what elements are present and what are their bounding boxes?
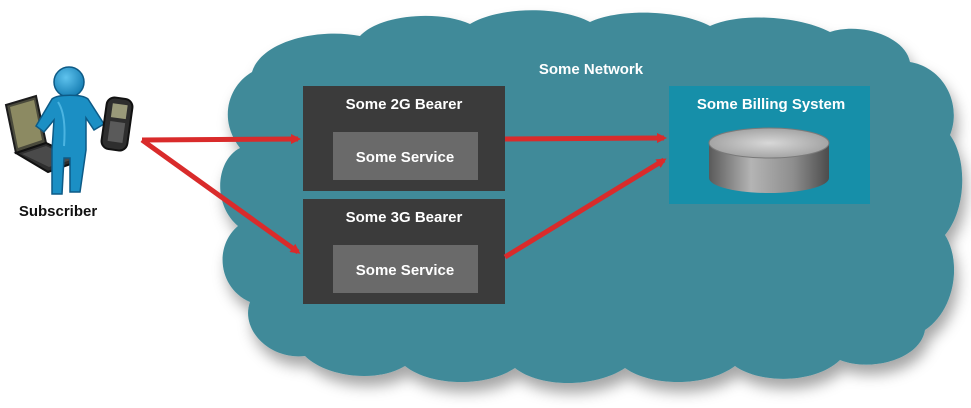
bearer-3g-title: Some 3G Bearer (346, 209, 463, 226)
bearer-2g-box: Some 2G Bearer Some Service (303, 86, 505, 191)
billing-system-title: Some Billing System (697, 96, 845, 113)
service-3g-label: Some Service (356, 262, 454, 279)
person-icon (35, 66, 106, 195)
bearer-2g-title: Some 2G Bearer (346, 96, 463, 113)
service-3g-box (333, 245, 478, 293)
mobile-phone-icon (100, 96, 134, 152)
database-icon (708, 127, 830, 193)
billing-system-box: Some Billing System (669, 86, 870, 204)
service-2g-box (333, 132, 478, 180)
arrow-subscriber-to-2g (141, 134, 301, 145)
arrow-2g-to-billing (504, 133, 667, 144)
flow-arrows (140, 133, 667, 260)
laptop-icon (4, 94, 85, 174)
bearer-3g-box: Some 3G Bearer Some Service (303, 199, 505, 304)
network-label: Some Network (539, 61, 644, 78)
service-2g-label: Some Service (356, 149, 454, 166)
arrow-3g-to-billing (503, 157, 667, 260)
subscriber-label: Subscriber (19, 203, 98, 220)
arrow-subscriber-to-3g (140, 137, 301, 255)
subscriber-figure (4, 66, 134, 195)
